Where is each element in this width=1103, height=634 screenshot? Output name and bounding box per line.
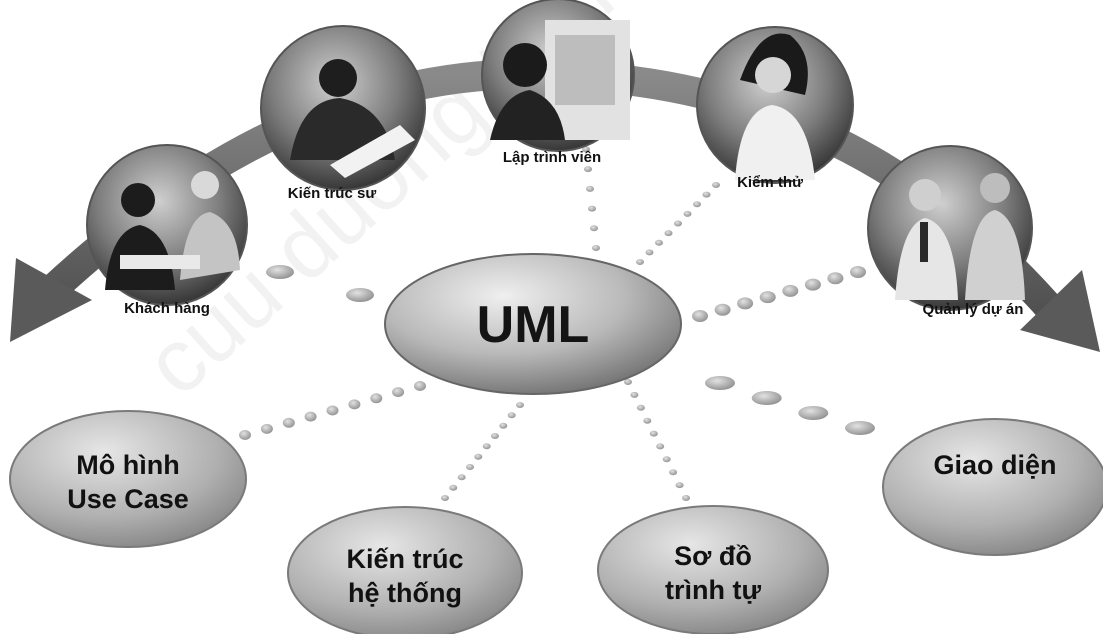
connector-dot [346, 288, 374, 302]
artifact-label-system-architecture-line2: hệ thống [348, 578, 462, 608]
connector-dot [282, 417, 295, 428]
arc-right-arrowhead [1020, 270, 1100, 352]
role-label-customer: Khách hàng [124, 300, 210, 317]
connector-dot [692, 310, 708, 322]
artifact-use-case: Mô hình Use Case [9, 410, 247, 548]
connector-dot [737, 297, 754, 310]
connector-dot [714, 303, 731, 316]
connector-dot [751, 391, 782, 405]
role-label-project-manager: Quản lý dự án [923, 301, 1024, 318]
connector-dot [348, 399, 361, 410]
connector-dot [662, 456, 671, 463]
connector-dot [664, 230, 673, 237]
connector-dot [682, 495, 690, 501]
artifact-label-use-case-line2: Use Case [67, 484, 189, 514]
connector-dot [636, 404, 645, 411]
connector-dot [584, 166, 592, 173]
role-customer [86, 144, 248, 306]
connector-dot [474, 453, 483, 460]
connector-dot [712, 182, 720, 188]
connector-dot [693, 201, 701, 208]
artifact-label-sequence-diagram-line2: trình tự [665, 575, 761, 605]
connector-dot [669, 469, 678, 476]
connector-dot [586, 185, 594, 192]
role-project-manager [867, 145, 1033, 311]
connector-dot [705, 376, 735, 390]
connector-dot [449, 484, 458, 491]
connector-dot [588, 205, 596, 212]
connector-dot [239, 430, 251, 440]
connector-dot [655, 239, 663, 246]
connector-dot [674, 220, 682, 227]
connector-dot [516, 402, 524, 408]
role-label-programmer: Lập trình viên [503, 149, 601, 166]
project-manager-photo-icon [895, 173, 1025, 300]
artifact-label-sequence-diagram-line1: Sơ đồ [674, 541, 752, 571]
connector-dot [624, 379, 632, 385]
artifact-sequence-diagram: Sơ đồ trình tự [597, 505, 829, 634]
role-label-architect: Kiến trúc sư [288, 185, 377, 202]
connector-dot [804, 278, 821, 291]
artifact-label-system-architecture-line1: Kiến trúc [346, 544, 463, 574]
connector-dot [414, 381, 426, 391]
connector-dot [643, 417, 652, 424]
connector-dot [370, 393, 383, 404]
connector-dot [491, 433, 499, 439]
artifact-label-interface: Giao diện [933, 450, 1056, 480]
uml-label: UML [477, 296, 590, 354]
connector-dot [304, 411, 317, 422]
connector-dot [645, 249, 654, 256]
connector-dot [441, 495, 449, 501]
customer-photo-icon [105, 171, 240, 290]
role-programmer [481, 0, 635, 152]
uml-center-node: UML [384, 253, 682, 395]
connector-dot [326, 405, 339, 416]
connector-dot [636, 259, 644, 265]
connector-dot [827, 272, 844, 285]
dotted-connectors [239, 107, 875, 501]
connector-dot [260, 423, 273, 434]
connector-dot [675, 482, 684, 489]
connector-dot [683, 210, 692, 217]
connector-dot [266, 265, 294, 279]
connector-dot [582, 146, 590, 153]
role-tester [696, 26, 854, 184]
role-architect [260, 25, 426, 191]
connector-dot [845, 421, 875, 435]
connector-dot [482, 443, 491, 450]
connector-dot [507, 412, 516, 419]
connector-dot [592, 245, 600, 251]
connector-dot [590, 225, 598, 232]
connector-dot [466, 464, 474, 470]
artifact-system-architecture: Kiến trúc hệ thống [287, 506, 523, 634]
artifact-interface: Giao diện [882, 418, 1103, 556]
artifact-label-use-case-line1: Mô hình [76, 450, 179, 480]
connector-dot [759, 291, 776, 304]
connector-dot [782, 284, 799, 297]
connector-dot [702, 191, 711, 198]
role-label-tester: Kiểm thử [737, 174, 803, 191]
connector-dot [392, 387, 405, 398]
connector-dot [850, 266, 866, 278]
connector-dot [630, 391, 639, 398]
connector-dot [798, 406, 829, 420]
architect-photo-icon [290, 59, 415, 178]
connector-dot [656, 443, 665, 450]
programmer-photo-icon [490, 20, 630, 140]
tester-photo-icon [735, 33, 815, 180]
connector-dot [649, 430, 658, 437]
connector-dot [499, 422, 508, 429]
arc-left-arrowhead [10, 258, 92, 342]
connector-dot [457, 474, 466, 481]
